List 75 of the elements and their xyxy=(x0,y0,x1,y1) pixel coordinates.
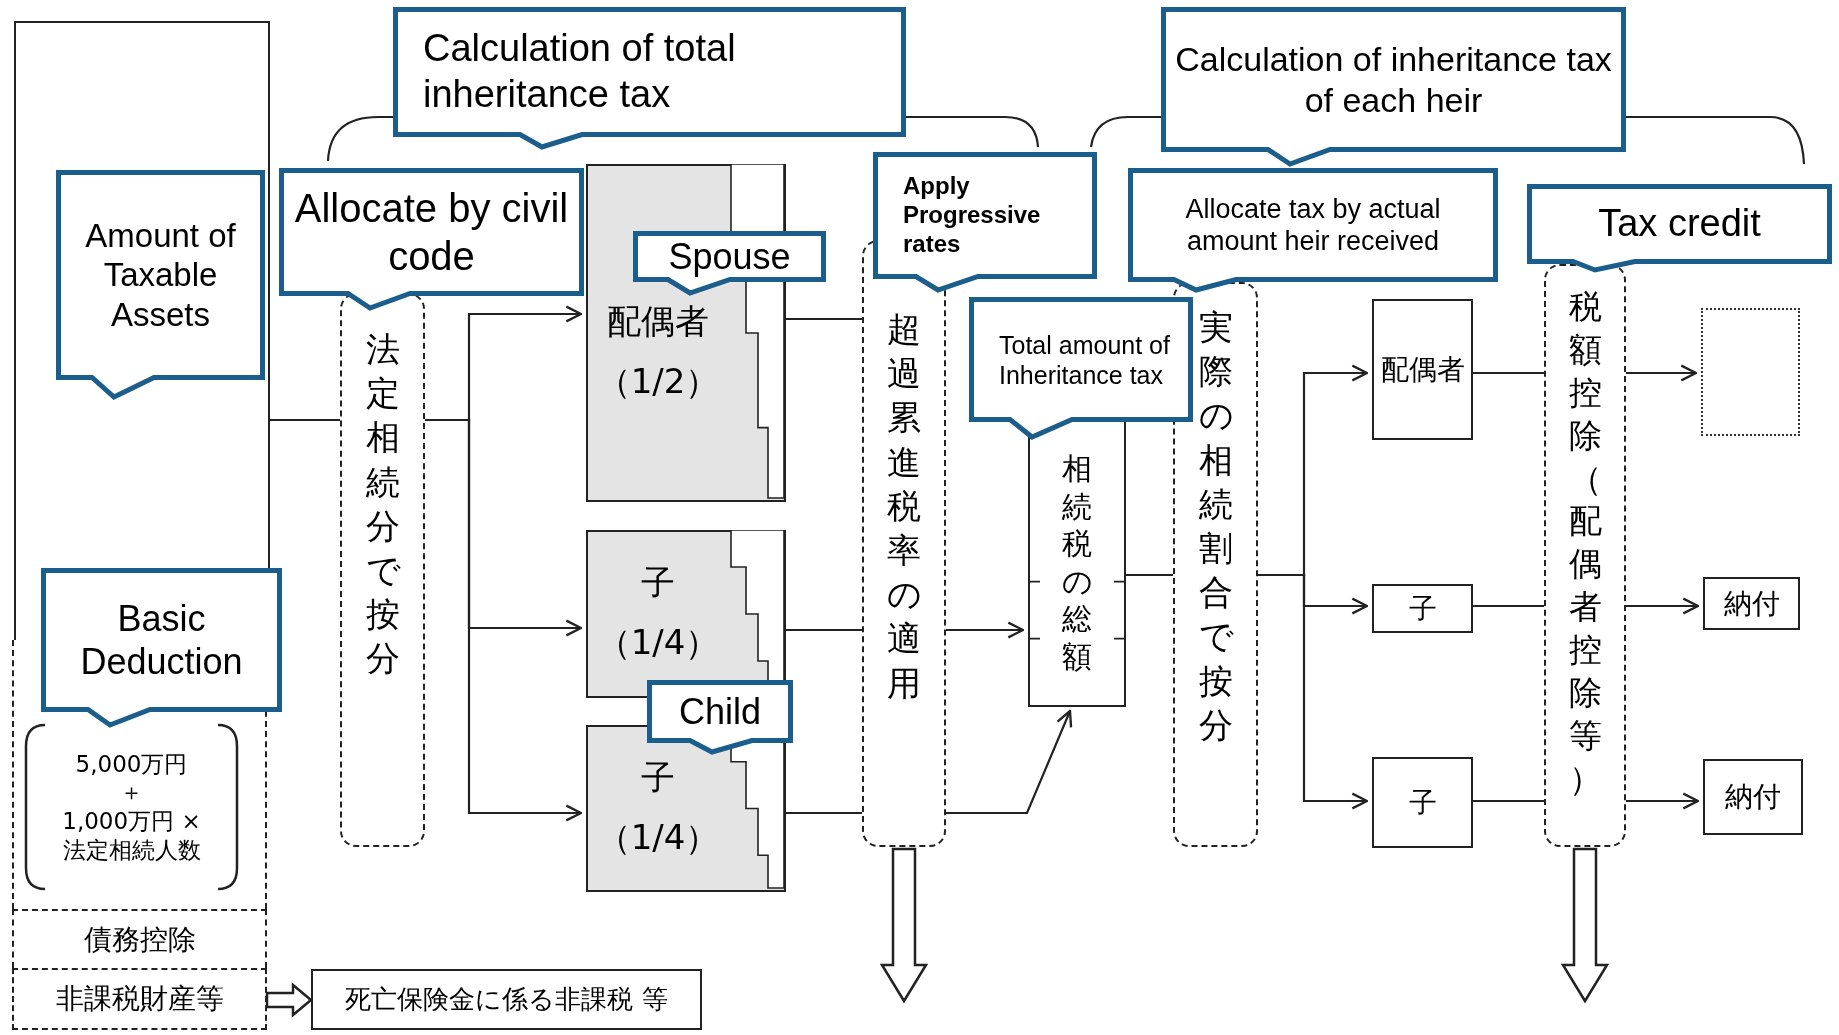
callout-tooltip xyxy=(969,297,1193,440)
callout-text: Allocate tax by actual amount heir received xyxy=(1184,192,1442,258)
callout-text: Child xyxy=(677,689,762,734)
callout-text: Allocate by civil code xyxy=(293,185,570,280)
callout-text: Calculation of total inheritance tax xyxy=(423,26,737,117)
callout-tooltip xyxy=(1161,7,1626,167)
connector-line xyxy=(786,628,862,632)
dotted-box xyxy=(1701,308,1800,436)
callout-tooltip xyxy=(393,7,906,150)
connector-line xyxy=(1126,573,1173,577)
arrow xyxy=(946,709,1073,815)
heir-share-text: （1/4） xyxy=(596,815,720,859)
hollow-arrow xyxy=(1560,847,1610,1004)
hollow-arrow xyxy=(879,847,929,1004)
arrow xyxy=(1626,364,1698,382)
heir-share-text: （1/2） xyxy=(596,360,720,403)
callout-text: Total amount of Inheritance tax xyxy=(999,329,1171,390)
vertical-text: 相続税の総額 xyxy=(1062,450,1092,675)
callout-tooltip xyxy=(41,568,282,728)
callout-text: Calculation of inheritance tax of each heir xyxy=(1174,38,1613,121)
dashed-step-panel xyxy=(1544,264,1626,847)
heir-share-text: （1/4） xyxy=(596,621,720,664)
heir-box xyxy=(1703,759,1803,835)
formula-text: 1,000万円 ×法定相続人数 xyxy=(61,807,202,865)
heir-box xyxy=(1372,584,1473,633)
arrow xyxy=(946,621,1025,639)
connector-line xyxy=(1473,604,1544,608)
callout-tooltip xyxy=(647,680,793,755)
heir-box xyxy=(311,969,702,1030)
callout-text: Spouse xyxy=(667,234,792,279)
callout-tooltip xyxy=(56,170,265,400)
connector-line xyxy=(786,317,862,321)
total-tax-box xyxy=(1028,422,1126,707)
vertical-text: 超過累進税率の適用 xyxy=(887,308,921,705)
label-text: 納付 xyxy=(1723,585,1780,622)
vertical-text: 実際の相続割合で按分 xyxy=(1198,306,1233,747)
callout-tooltip xyxy=(1527,184,1832,273)
dashed-step-panel xyxy=(340,293,425,847)
arrow xyxy=(1626,792,1700,810)
heir-box xyxy=(1703,577,1800,630)
label-text: 納付 xyxy=(1725,779,1781,815)
arrow xyxy=(1258,573,1369,810)
heir-share-text: 子 xyxy=(641,755,675,799)
callout-tooltip xyxy=(873,152,1097,293)
deduction-row xyxy=(12,909,267,968)
deduction-row xyxy=(12,968,267,1030)
formula-text: 5,000万円 xyxy=(75,749,188,779)
connector-line xyxy=(270,418,340,422)
heir-share-box xyxy=(586,725,786,892)
label-text: 債務控除 xyxy=(83,921,196,958)
callout-text: Basic Deduction xyxy=(79,596,244,684)
heir-share-text: 子 xyxy=(641,561,675,604)
callout-tooltip xyxy=(279,168,584,311)
arrow xyxy=(1626,597,1700,615)
connector-line xyxy=(786,811,862,815)
connector-line xyxy=(1473,799,1544,803)
label-text: 子 xyxy=(1408,590,1437,627)
callout-text: Apply Progressive rates xyxy=(903,172,1042,259)
callout-text: Amount of Taxable Assets xyxy=(84,215,237,335)
formula-text: ＋ xyxy=(120,778,143,807)
hollow-arrow xyxy=(265,982,313,1018)
heir-share-box xyxy=(586,530,786,698)
vertical-text: 税額控除（配偶者控除等） xyxy=(1568,286,1602,800)
callout-tooltip xyxy=(1128,168,1498,293)
label-text: 非課税財産等 xyxy=(55,981,224,1017)
callout-text: Tax credit xyxy=(1597,201,1762,247)
label-text: 子 xyxy=(1408,784,1437,821)
label-text: 配偶者 xyxy=(1380,351,1465,388)
arrow xyxy=(425,418,583,822)
vertical-text: 法定相続分で按分 xyxy=(365,328,400,681)
heir-box xyxy=(1372,299,1473,440)
heir-share-text: 配偶者 xyxy=(607,300,709,343)
label-text: 死亡保険金に係る非課税 等 xyxy=(345,983,668,1016)
heir-box xyxy=(1372,757,1473,848)
connector-line xyxy=(1473,371,1544,375)
